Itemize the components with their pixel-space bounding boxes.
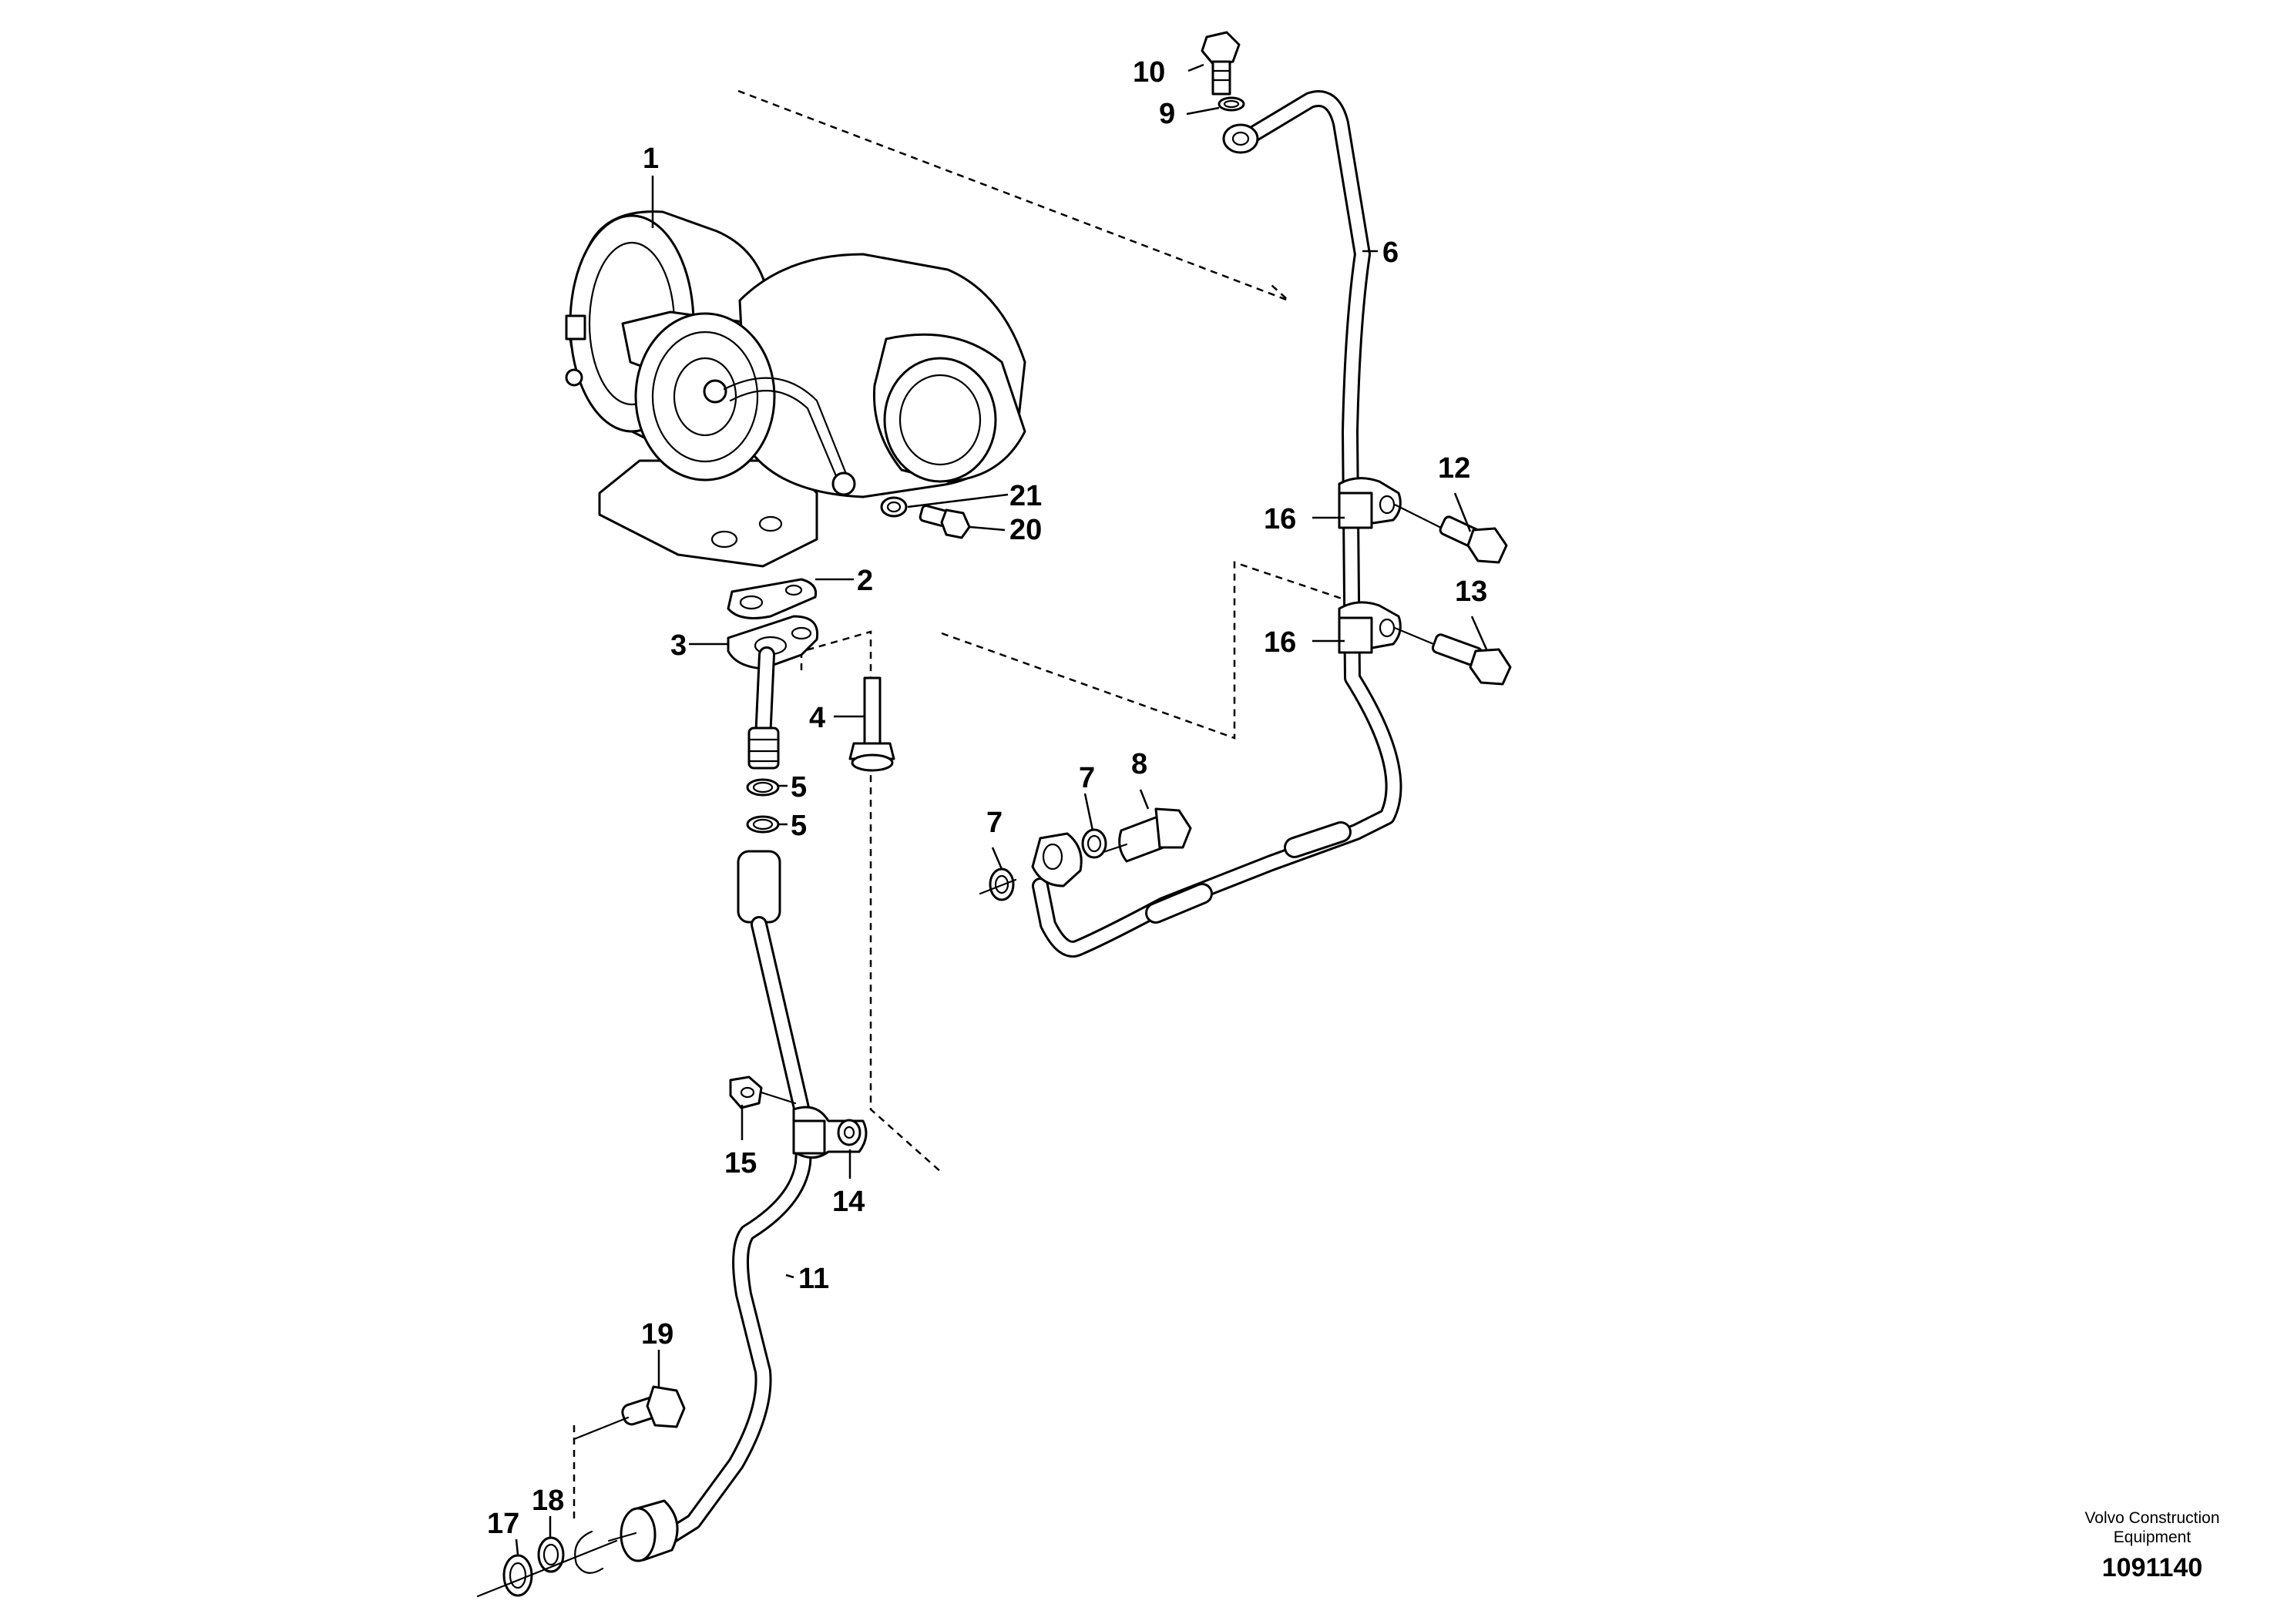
oil-return-flange: [727, 615, 819, 670]
callout-14: 14: [832, 1186, 865, 1218]
sealing-washer-upper-right: [1081, 828, 1107, 859]
callout-16-upper: 16: [1264, 503, 1296, 535]
callout-13: 13: [1455, 575, 1487, 608]
o-ring-seal-upper: [746, 778, 780, 797]
callout-11: 11: [798, 1263, 829, 1295]
oil-return-pipe: [607, 850, 814, 1562]
callout-5-upper: 5: [791, 771, 807, 804]
callout-7-right: 7: [1079, 762, 1095, 794]
leader-lines: [515, 63, 1489, 1555]
sealing-washer-turbo: [880, 496, 908, 518]
clamp-bolt-upper: [1393, 503, 1508, 564]
callout-21: 21: [1009, 480, 1042, 512]
callout-8: 8: [1131, 748, 1147, 780]
banjo-bolt-top: [1201, 31, 1241, 96]
pipe-clamp-lower: [792, 1106, 868, 1159]
pipe-clamp-middle: [1338, 601, 1402, 654]
turbocharger: [565, 210, 1026, 568]
callout-4: 4: [809, 702, 825, 734]
manufacturer-credit: Volvo Construction Equipment: [2084, 1509, 2220, 1546]
sealing-washer-top: [1218, 96, 1245, 112]
clamp-nut: [729, 1075, 797, 1109]
callout-15: 15: [724, 1147, 757, 1179]
callout-2: 2: [857, 565, 873, 597]
o-ring-seal-lower: [746, 815, 780, 834]
return-tube-upper: [747, 646, 780, 770]
callout-5-lower: 5: [791, 810, 807, 842]
callout-6: 6: [1382, 237, 1399, 269]
clamp-bolt-middle: [1393, 626, 1512, 686]
callout-1: 1: [643, 143, 659, 175]
banjo-bolt-turbo: [919, 505, 971, 539]
callout-7-left: 7: [986, 807, 1003, 839]
snap-ring-lower: [574, 1530, 604, 1574]
callout-10: 10: [1133, 56, 1165, 89]
flange-gasket: [727, 578, 818, 619]
pipe-clamp-upper: [1338, 477, 1402, 529]
flange-bolt: [848, 676, 895, 772]
oil-supply-pipe: [1031, 90, 1402, 958]
banjo-bolt-lower: [573, 1385, 686, 1441]
sealing-washer-upper-left: [979, 867, 1017, 901]
callout-16-lower: 16: [1264, 626, 1296, 659]
callout-20: 20: [1009, 514, 1042, 546]
washer-lower: [537, 1536, 565, 1573]
callout-19: 19: [641, 1318, 673, 1351]
drawing-number: 1091140: [2101, 1553, 2203, 1582]
callout-12: 12: [1438, 452, 1470, 485]
callout-17: 17: [487, 1508, 519, 1540]
callout-9: 9: [1159, 98, 1175, 130]
callout-labels: 1 2 3 4 5 5 6 7 7 8 9 10 11 12 13 14 15 …: [487, 56, 1487, 1540]
banjo-bolt-upper: [1093, 807, 1192, 863]
callout-18: 18: [532, 1485, 564, 1517]
callout-3: 3: [670, 629, 687, 662]
